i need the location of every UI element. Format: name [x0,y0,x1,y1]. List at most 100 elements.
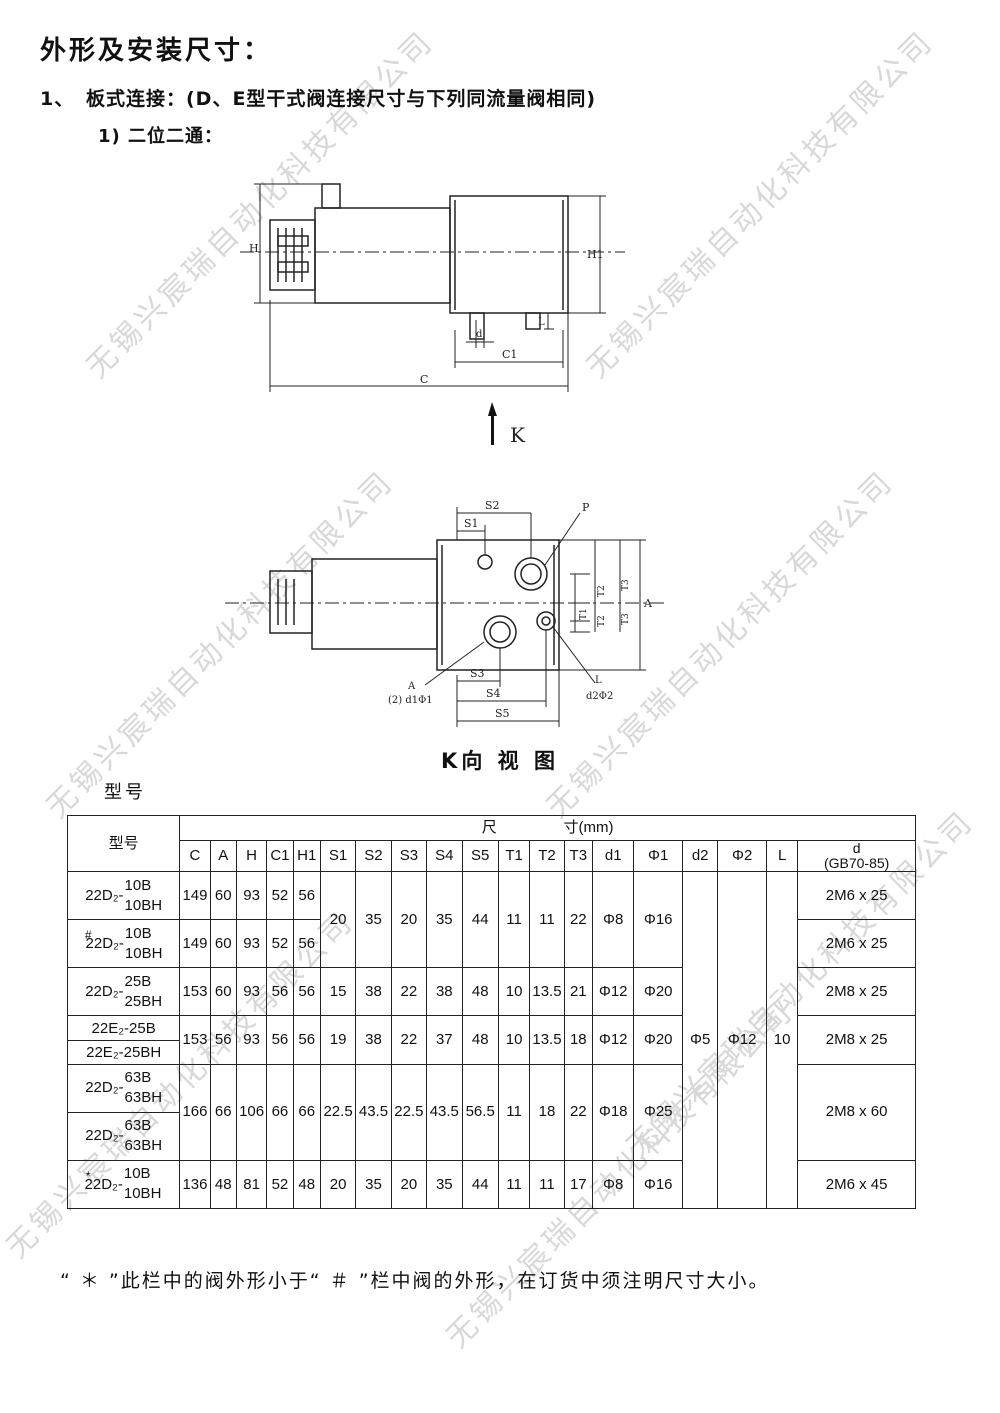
table-cell: 18 [563,1015,593,1065]
section-number: 1、 [40,88,75,110]
table-cell: 56 [292,967,321,1017]
dimension-header: 尺 寸(mm) [179,814,916,842]
table-cell: 56 [266,967,294,1017]
table-cell: 60 [209,919,237,969]
table-cell: 20 [319,1159,357,1210]
table-cell: 22 [390,967,428,1017]
table-cell: 56 [209,1015,237,1065]
table-cell: 48 [292,1159,321,1210]
table-cell: 60 [209,967,237,1017]
table-cell: 2M8 x 60 [797,1063,916,1161]
table-cell: 2M8 x 25 [797,967,916,1017]
dim-L-label-kview: L [595,675,602,686]
dim-T2-label-lower: T2 [597,615,607,627]
table-cell: 38 [426,967,463,1017]
table-cell: 13.5 [529,1015,565,1065]
table-cell: Φ16 [633,1159,683,1210]
table-cell: 22 [563,871,593,969]
table-cell: 43.5 [355,1063,392,1161]
table-cell: 38 [355,967,392,1017]
table-cell: 11 [529,1159,565,1210]
table-cell: 106 [235,1063,268,1161]
col-header: d1 [591,840,635,873]
table-cell: 48 [209,1159,237,1210]
col-header: S1 [319,840,357,873]
table-cell: 11 [529,871,565,969]
table-cell: Φ8 [591,1159,635,1210]
table-cell: 166 [179,1063,211,1161]
col-header: L [765,840,799,873]
view-direction-arrow-icon [488,402,497,445]
table-cell: 15 [319,967,357,1017]
subsection-heading: 1) 二位二通： [98,126,224,147]
col-header: A [209,840,237,873]
table-cell: 22.5 [390,1063,428,1161]
port-a-spec: (2) d1Φ1 [388,695,433,706]
table-cell: 35 [426,1159,463,1210]
col-header: H1 [292,840,321,873]
table-cell: 56 [292,1015,321,1065]
table-cell: 11 [497,1063,531,1161]
table-cell: 153 [179,1015,211,1065]
table-cell: 44 [461,1159,499,1210]
table-cell: 35 [426,871,463,969]
footnote: “ ＊ ”此栏中的阀外形小于“ ＃ ”栏中阀的外形，在订货中须注明尺寸大小。 [60,1270,770,1292]
table-cell: 52 [266,919,294,969]
table-cell: 20 [390,871,428,969]
col-header: T1 [497,840,531,873]
table-cell: 13.5 [529,967,565,1017]
table-cell: 93 [235,919,268,969]
table-cell: Φ5 [681,871,719,1209]
dim-A-label: A [643,597,653,610]
table-cell: 93 [235,1015,268,1065]
table-cell: 11 [497,871,531,969]
table-cell: 56 [292,919,321,969]
model-caption: 型号 [104,782,146,803]
table-cell: 2M6 x 25 [797,871,916,921]
table-cell: 60 [209,871,237,921]
dim-C1-label: C1 [502,348,517,361]
table-cell: 44 [461,871,499,969]
table-cell: 66 [209,1063,237,1161]
table-cell: 10 [765,871,799,1209]
table-cell: 37 [426,1015,463,1065]
table-cell: Φ20 [633,1015,683,1065]
table-cell: 21 [563,967,593,1017]
table-cell: Φ18 [591,1063,635,1161]
table-cell: 35 [355,871,392,969]
table-cell: 35 [355,1159,392,1210]
table-cell: 18 [529,1063,565,1161]
table-cell: 2M6 x 45 [797,1159,916,1210]
table-cell: Φ16 [633,871,683,969]
col-header: S2 [355,840,392,873]
table-cell: 153 [179,967,211,1017]
view-K-label: K [510,423,526,447]
table-cell: 149 [179,919,211,969]
table-cell: 10 [497,1015,531,1065]
dim-T1-label: T1 [579,608,589,620]
table-cell: 38 [355,1015,392,1065]
port-P-label: P [582,501,590,514]
k-view-drawing: S2 S1 P S3 S4 S5 A T1 T2 T2 T3 T3 A (2) … [225,499,665,727]
port-A-label: A [407,681,416,692]
dimension-table: 型号 尺 寸(mm) C A H C1 H1 S1 S2 S3 S4 S5 T1… [66,814,916,1210]
dim-S5-label: S5 [495,707,510,720]
table-cell: 48 [461,967,499,1017]
table-cell: 56 [292,871,321,921]
table-cell: 17 [563,1159,593,1210]
col-header: Φ2 [717,840,767,873]
table-cell: 56.5 [461,1063,499,1161]
table-cell: 52 [266,1159,294,1210]
col-header-d: d(GB70-85) [797,840,916,873]
table-cell: 52 [266,871,294,921]
table-cell: 11 [497,1159,531,1210]
table-cell: 2M6 x 25 [797,919,916,969]
col-header: T2 [529,840,565,873]
dim-H1-label: H1 [587,248,604,261]
dim-T3-label-lower: T3 [621,613,631,625]
